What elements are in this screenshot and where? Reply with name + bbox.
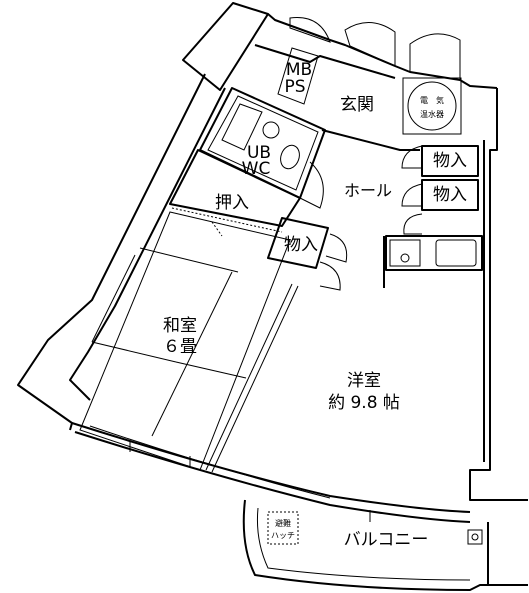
storage-2-box [421,179,479,211]
washbasin-icon [262,121,280,139]
mbps-closet [277,47,319,105]
left-outer-wall [17,73,206,431]
window-line [89,425,331,499]
mbps-label-1: MB [286,60,312,80]
top-inner-wall [254,44,396,79]
washitsu-outline [79,211,291,471]
balcony-label: バルコニー [344,530,429,550]
door-washitsu [319,261,341,291]
drain-hole-icon [471,533,479,541]
water-heater-icon [407,81,457,131]
door-water-heater [409,33,461,81]
kitchen-counter [385,235,483,271]
door-mbps [289,17,331,43]
bathroom-inner [207,95,319,191]
evacuation-hatch [267,511,299,545]
tatami-line-4 [175,361,247,379]
sink [435,239,477,267]
oshiire-label: 押入 [215,193,249,213]
storage-3-label: 物入 [284,235,318,255]
drain-icon [467,529,483,545]
youshitsu-label-2: 約 9.8 帖 [328,393,400,413]
right-outer-wall [469,88,528,501]
hall-top-wall [321,129,420,151]
tatami-line-2 [151,271,233,437]
tatami-mark [211,221,223,237]
washitsu-fusuma-1 [205,283,293,471]
washitsu-label-2: ６畳 [163,337,197,357]
genkan-label: 玄関 [340,95,374,115]
oshiire-walls [169,149,301,227]
storage-3-box [267,217,329,269]
door-entrance [344,22,396,67]
door-storage-3 [403,213,423,235]
balcony-inner [257,507,471,581]
exterior-walls [17,2,528,591]
water-heater-label-1: 電 気 [420,95,444,105]
mbps-label-2: PS [284,77,305,97]
door-storage-2 [401,183,423,207]
tatami-line-3 [91,341,177,363]
door-storage-1 [401,145,423,169]
washitsu-label-1: 和室 [163,316,197,336]
storage-1-box [421,145,479,177]
tatami-line-5 [91,254,136,343]
wc-label: WC [242,159,271,179]
corner-pillar [182,2,269,91]
washitsu [79,211,291,471]
door-hall-bath [299,161,324,209]
bottom-curved-wall [71,422,471,513]
hatch-label-1: 避難 [275,518,291,528]
storage-1-label: 物入 [433,151,467,171]
oshiire-sliding-door [171,207,283,233]
water-heater-box [402,77,462,135]
washitsu-fusuma-2 [211,285,299,473]
hatch-label-2: ハッチ [271,531,295,540]
water-heater-label-2: 温水器 [420,109,444,119]
stove [389,239,421,267]
youshitsu-label-1: 洋室 [347,371,381,391]
burner-icon [400,253,410,263]
left-inner-wall [69,87,226,401]
bathtub [221,103,263,151]
bottom-curved-wall-2 [74,431,471,523]
entrance-doors [289,17,461,81]
storage-2-label: 物入 [433,185,467,205]
hall-label: ホール [344,181,392,200]
ub-label: UB [247,143,271,163]
door-storage-3b [325,233,348,263]
tatami-line-1 [139,247,239,273]
balcony-outline [242,499,528,591]
toilet-icon [280,144,300,170]
